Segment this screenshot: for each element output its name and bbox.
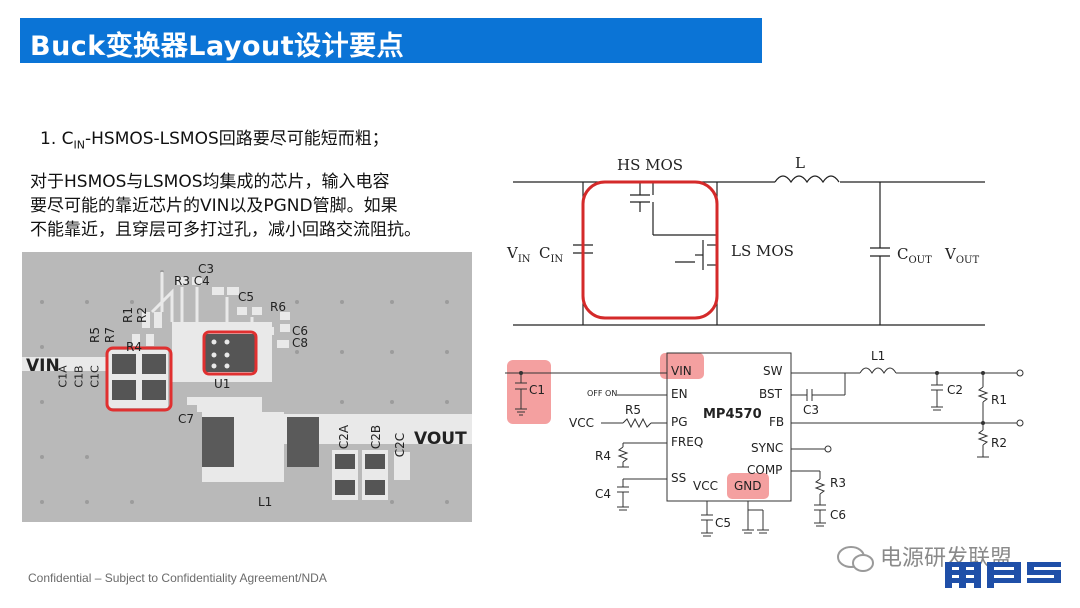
desc-line-2: 要尽可能的靠近芯片的VIN以及PGND管脚。如果 (30, 196, 398, 216)
l1-pad-2 (287, 417, 319, 467)
c2-label: C2 (947, 383, 964, 397)
pin-freq: FREQ (671, 435, 704, 449)
r2-label: R2 (991, 436, 1007, 450)
pin-ss: SS (671, 471, 687, 485)
pcb-label-c3: C3 (198, 262, 215, 276)
off-on-label: OFF ON (587, 389, 618, 398)
page-title: Buck变换器Layout设计要点 (30, 31, 405, 62)
r5-label: R5 (625, 403, 641, 417)
pcb-via-grid (40, 270, 449, 504)
pcb-layout-image: VIN VOUT U1 L1 C3 R3 C4 C5 R6 C6 C8 R5 R… (22, 252, 472, 522)
label-vin: VIN (507, 244, 531, 265)
r1-label: R1 (991, 393, 1007, 407)
l1-label: L1 (871, 349, 886, 363)
pcb-label-c5: C5 (238, 290, 255, 304)
pcb-label-c2b: C2B (369, 424, 384, 450)
pcb-label-vin: VIN (26, 356, 60, 376)
pcb-drawing (22, 270, 472, 504)
pcb-label-r2: R2 (134, 307, 149, 323)
label-inductor: L (795, 154, 805, 172)
desc-line-1: 对于HSMOS与LSMOS均集成的芯片，输入电容 (30, 172, 390, 192)
pcb-label-r4: R4 (126, 340, 142, 354)
pcb-label-r6: R6 (270, 300, 286, 314)
desc-line-3: 不能靠近，且穿层可多打过孔，减小回路交流阻抗。 (30, 220, 421, 240)
pcb-label-c2c: C2C (393, 432, 408, 458)
mp4570-application-schematic: MP4570 VIN EN PG FREQ SS VCC GND SW BST … (505, 345, 1025, 549)
pin-sync: SYNC (751, 441, 784, 455)
l1-pad-1 (202, 417, 234, 467)
mps-logo (945, 556, 1065, 594)
buck-power-stage-schematic: HS MOS LS MOS L VIN CIN COUT VOUT (505, 150, 995, 339)
description: 对于HSMOS与LSMOS均集成的芯片，输入电容 要尽可能的靠近芯片的VIN以及… (30, 170, 421, 242)
application-drawing (505, 352, 1024, 537)
pin-gnd: GND (734, 479, 762, 493)
label-cin: CIN (539, 244, 564, 265)
chip-label: MP4570 (703, 407, 762, 422)
pcb-label-c1b: C1B (72, 365, 86, 388)
pcb-label-r1: R1 (120, 307, 135, 323)
label-vout: VOUT (945, 245, 980, 266)
pcb-label-r5: R5 (87, 327, 102, 343)
pin-pg: PG (671, 415, 688, 429)
c1-highlight (507, 360, 551, 424)
small-components (132, 277, 290, 405)
title-bar: Buck变换器Layout设计要点 (20, 18, 762, 63)
r3-label: R3 (830, 476, 846, 490)
pin-vcc: VCC (693, 479, 718, 493)
chip-highlight (202, 330, 258, 376)
pcb-label-c6: C6 (292, 324, 309, 338)
power-stage-drawing (513, 175, 985, 326)
label-cout: COUT (897, 245, 932, 266)
point-rest: -HSMOS-LSMOS回路要尽可能短而粗； (84, 129, 389, 149)
pcb-label-r7: R7 (102, 327, 117, 343)
pcb-label-r3c4: R3 C4 (174, 274, 210, 288)
label-hs-mos: HS MOS (617, 156, 684, 174)
pcb-label-c7: C7 (178, 412, 195, 426)
mps-logo-mark (945, 562, 1061, 588)
point-subscript: IN (73, 138, 85, 152)
label-ls-mos: LS MOS (731, 242, 794, 260)
pin-vin: VIN (671, 364, 692, 378)
vcc-label: VCC (569, 416, 594, 430)
wechat-icon (837, 546, 874, 572)
c6-label: C6 (830, 508, 847, 522)
pin-sw: SW (763, 364, 783, 378)
pcb-label-vout: VOUT (414, 429, 467, 449)
c4-label: C4 (595, 487, 612, 501)
vin-pin-highlight (660, 353, 704, 379)
r4-label: R4 (595, 449, 611, 463)
pcb-label-c1a: C1A (56, 365, 70, 388)
pcb-label-l1: L1 (258, 495, 273, 509)
point-1: 1. CIN-HSMOS-LSMOS回路要尽可能短而粗； (40, 124, 389, 151)
point-prefix: 1. C (40, 129, 74, 149)
hot-loop-highlight (581, 180, 719, 320)
c1-label: C1 (529, 383, 546, 397)
gnd-pin-highlight (727, 473, 769, 499)
c3-label: C3 (803, 403, 820, 417)
cin-highlight (105, 346, 173, 412)
pin-en: EN (671, 387, 688, 401)
pcb-label-u1: U1 (214, 377, 231, 391)
pcb-label-c2a: C2A (337, 424, 352, 450)
pin-comp: COMP (747, 463, 783, 477)
pcb-label-c1c: C1C (88, 365, 102, 388)
pin-fb: FB (769, 415, 785, 429)
footer-confidential: Confidential – Subject to Confidentialit… (28, 571, 327, 585)
pin-bst: BST (759, 387, 782, 401)
pcb-label-c8: C8 (292, 336, 309, 350)
c5-label: C5 (715, 516, 732, 530)
